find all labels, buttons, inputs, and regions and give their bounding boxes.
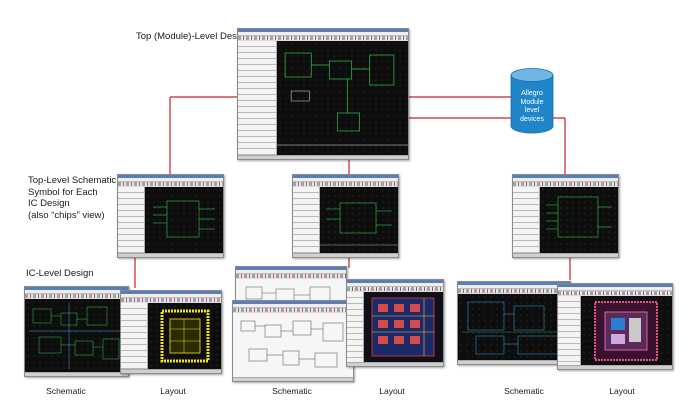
- chips-view-window-3: [512, 174, 619, 258]
- chips-view-label-line3: IC Design: [28, 198, 70, 209]
- database-line: Module: [520, 98, 544, 106]
- window-toolbar: [236, 274, 346, 278]
- chip-symbol-drawing: [320, 202, 398, 246]
- top-level-design-label: Top (Module)-Level Design: [136, 31, 250, 42]
- chips-view-window-1: [117, 174, 224, 258]
- window-statusbar: [121, 369, 221, 373]
- ic-schematic-window-2: [232, 300, 354, 382]
- window-titlebar: [121, 291, 221, 294]
- window-titlebar: [238, 29, 408, 32]
- layout-drawing: [371, 297, 435, 357]
- window-toolbar: [233, 308, 353, 312]
- window-statusbar: [118, 253, 223, 257]
- ic-layout-window-3: [557, 283, 673, 370]
- ic-level-design-label: IC-Level Design: [26, 268, 94, 279]
- window-titlebar: [458, 282, 570, 285]
- caption-schematic-3: Schematic: [504, 386, 544, 396]
- window-menubar: [293, 178, 398, 182]
- window-side-panel: [293, 187, 320, 254]
- window-menubar: [347, 283, 443, 287]
- window-toolbar: [347, 287, 443, 291]
- window-menubar: [238, 32, 408, 36]
- window-toolbar: [238, 36, 408, 40]
- window-canvas: [364, 292, 443, 363]
- window-statusbar: [458, 360, 570, 364]
- window-canvas: [145, 187, 223, 254]
- caption-layout-1: Layout: [160, 386, 186, 396]
- caption-schematic-2: Schematic: [272, 386, 312, 396]
- window-canvas: [320, 187, 398, 254]
- caption-schematic-1: Schematic: [46, 386, 86, 396]
- layout-drawing: [594, 301, 658, 361]
- schematic-drawing: [462, 301, 566, 355]
- window-toolbar: [558, 291, 672, 295]
- window-canvas: [277, 41, 408, 156]
- window-toolbar: [513, 182, 618, 186]
- chip-symbol-drawing: [546, 196, 612, 238]
- window-titlebar: [236, 267, 346, 270]
- window-statusbar: [238, 155, 408, 159]
- window-statusbar: [347, 362, 443, 366]
- window-canvas: [25, 299, 128, 373]
- window-side-panel: [121, 303, 148, 370]
- window-menubar: [118, 178, 223, 182]
- window-menubar: [233, 304, 353, 308]
- window-titlebar: [513, 175, 618, 178]
- window-side-panel: [118, 187, 145, 254]
- window-side-panel: [347, 292, 364, 363]
- window-titlebar: [293, 175, 398, 178]
- window-toolbar: [458, 289, 570, 293]
- window-menubar: [558, 287, 672, 291]
- window-titlebar: [25, 287, 128, 290]
- window-canvas: [233, 313, 353, 378]
- window-side-panel: [513, 187, 540, 254]
- chips-view-label-line4: (also “chips” view): [28, 209, 105, 221]
- ic-layout-window-2: [346, 279, 444, 367]
- window-canvas: [540, 187, 618, 254]
- database-line: Allegro: [521, 90, 543, 97]
- database-label: Allegro Module level devices: [510, 90, 554, 124]
- schematic-drawing: [29, 303, 123, 369]
- window-toolbar: [25, 294, 128, 298]
- window-menubar: [513, 178, 618, 182]
- database-cylinder-icon: [510, 68, 554, 134]
- window-statusbar: [233, 377, 353, 381]
- window-side-panel: [558, 296, 581, 366]
- ic-schematic-window-3: [457, 281, 571, 365]
- window-titlebar: [347, 280, 443, 283]
- module-drawing: [277, 52, 408, 146]
- window-menubar: [458, 285, 570, 289]
- window-canvas: [458, 294, 570, 361]
- window-canvas: [148, 303, 221, 370]
- window-side-panel: [238, 41, 277, 156]
- window-titlebar: [558, 284, 672, 287]
- window-menubar: [121, 294, 221, 298]
- schematic-drawing: [240, 320, 344, 368]
- ic-layout-window-1: [120, 290, 222, 374]
- layout-drawing: [160, 309, 210, 363]
- top-module-window: [237, 28, 409, 160]
- window-statusbar: [558, 365, 672, 369]
- window-titlebar: [118, 175, 223, 178]
- window-canvas: [581, 296, 672, 366]
- caption-layout-2: Layout: [379, 386, 405, 396]
- window-menubar: [236, 270, 346, 274]
- database-line: devices: [520, 115, 544, 123]
- window-titlebar: [233, 301, 353, 304]
- caption-layout-3: Layout: [609, 386, 635, 396]
- chips-view-label-line2: Symbol for Each: [28, 186, 98, 198]
- window-statusbar: [25, 372, 128, 376]
- chips-view-label-line1: Top-Level Schematic: [28, 175, 117, 186]
- window-statusbar: [293, 253, 398, 257]
- chips-view-label: Top-Level Schematic Symbol for Each IC D…: [28, 175, 116, 221]
- database-line: level: [524, 107, 540, 114]
- window-toolbar: [118, 182, 223, 186]
- window-statusbar: [513, 253, 618, 257]
- ic-schematic-window-1: [24, 286, 129, 377]
- window-menubar: [25, 290, 128, 294]
- chip-symbol-drawing: [153, 200, 215, 238]
- window-toolbar: [293, 182, 398, 186]
- chips-view-window-2: [292, 174, 399, 258]
- window-toolbar: [121, 298, 221, 302]
